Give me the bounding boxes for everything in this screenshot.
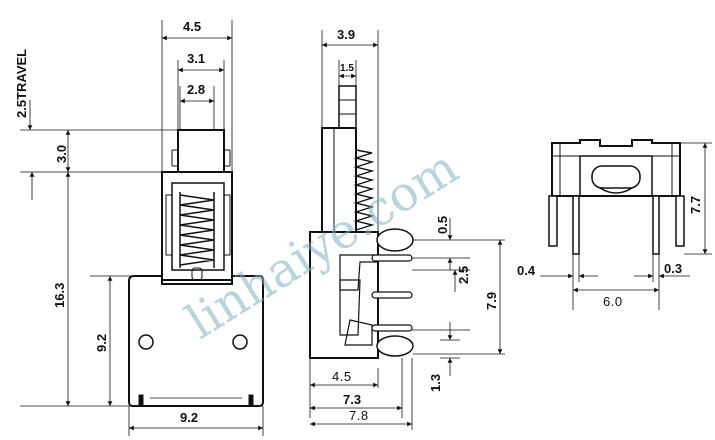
side-body <box>309 231 379 359</box>
bottom-leg-outer-left <box>548 195 558 247</box>
side-plunger <box>321 127 357 233</box>
front-cap-height-label: 3.0 <box>54 145 69 163</box>
side-base-width-2-label: 7.3 <box>343 392 361 407</box>
front-button-cap <box>177 129 225 173</box>
bottom-leg-outer-right <box>675 195 685 247</box>
side-base-width-3-label: 7.8 <box>349 408 369 423</box>
side-spring <box>353 149 375 231</box>
front-view <box>128 129 264 407</box>
side-stem <box>338 85 357 129</box>
bottom-leg-inner-right <box>652 195 660 255</box>
front-hole-right <box>232 334 248 350</box>
side-pin-length-label: 1.3 <box>428 374 443 392</box>
side-top-width-label: 3.9 <box>337 27 355 42</box>
front-body-width-label: 9.2 <box>180 410 198 425</box>
side-pin-span-label: 7.9 <box>484 292 499 310</box>
front-body <box>128 275 264 407</box>
side-pin-pitch-label: 2.5 <box>456 266 471 284</box>
front-width-top-label: 4.5 <box>183 19 201 34</box>
front-travel-label: 2.5TRAVEL <box>14 49 29 118</box>
side-pin-offset-label: 0.5 <box>435 216 450 234</box>
front-width-mid-label: 3.1 <box>187 51 205 66</box>
side-base-width-1-label: 4.5 <box>332 369 352 384</box>
bottom-leg-inner-left <box>572 195 580 255</box>
bottom-pin-spacing-label: 6.0 <box>603 294 623 309</box>
bottom-view <box>548 139 685 255</box>
side-stem-width-label: 1.5 <box>340 63 354 74</box>
front-body-height-label: 9.2 <box>94 334 109 352</box>
front-total-height-label: 16.3 <box>52 283 67 308</box>
bottom-height-label: 7.7 <box>688 196 703 214</box>
front-width-stem-label: 2.8 <box>187 82 205 97</box>
side-contact-bottom <box>376 335 414 357</box>
bottom-pin-left-label: 0.4 <box>517 263 536 278</box>
front-hole-left <box>138 334 154 350</box>
bottom-pin-right-label: 0.3 <box>664 261 682 276</box>
